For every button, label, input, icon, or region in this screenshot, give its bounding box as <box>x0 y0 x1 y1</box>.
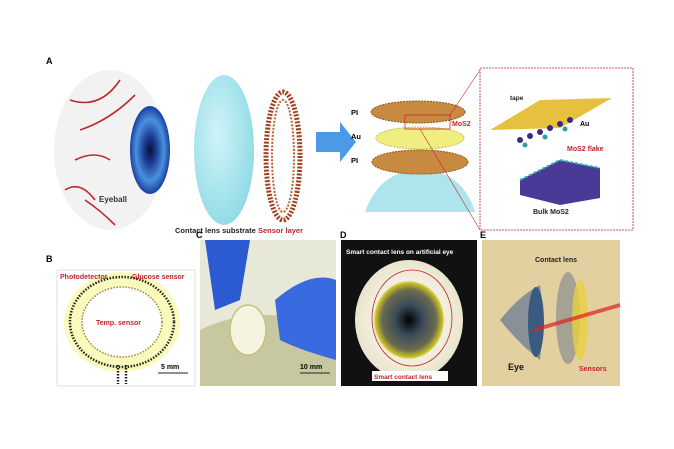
pi-top-label: PI <box>351 108 358 117</box>
panel-d-title: Smart contact lens on artificial eye <box>346 249 454 256</box>
panel-a-letter: A <box>46 56 53 66</box>
inset-au-label: Au <box>580 121 589 128</box>
sensor-layout-illustration <box>64 272 180 384</box>
mos2-label: MoS2 <box>452 121 471 128</box>
glove-finger <box>205 240 250 310</box>
contact-lens-sample <box>229 304 267 356</box>
pi-bottom-label: PI <box>351 156 358 165</box>
panel-e-letter: E <box>480 230 486 240</box>
light-beam <box>533 303 621 332</box>
eyeball-label: Eyeball <box>99 195 127 204</box>
sensor-layer-label: Sensor layer <box>258 226 303 235</box>
artificial-eye <box>355 260 463 380</box>
mos2-inset-frame <box>479 67 634 231</box>
panel-d-letter: D <box>340 230 347 240</box>
eye-label: Eye <box>508 362 524 372</box>
tape-label: tape <box>510 95 524 102</box>
panel-c-scale-bar: 10 mm <box>300 364 322 371</box>
contact-lens-substrate <box>194 75 254 225</box>
layer-stack <box>365 69 481 231</box>
smart-contact-lens-caption: Smart contact lens <box>374 374 433 381</box>
contact-lens-label: Contact lens <box>535 257 577 264</box>
mos2-flake-label: MoS2 flake <box>567 146 604 153</box>
temp-sensor-label: Temp. sensor <box>96 320 141 327</box>
bulk-mos2-label: Bulk MoS2 <box>533 209 569 216</box>
panel-b-letter: B <box>46 254 53 264</box>
photodetector-label: Photodetector <box>60 274 108 281</box>
eyeball-illustration <box>54 70 170 230</box>
arrow-right-icon <box>316 122 356 162</box>
sensors-label: Sensors <box>579 366 607 373</box>
panel-c-letter: C <box>196 230 203 240</box>
au-label: Au <box>351 132 361 141</box>
substrate-label: Contact lens substrate <box>175 226 256 235</box>
mos2-inset-illustration <box>490 98 612 205</box>
glucose-sensor-label: Glucose sensor <box>132 274 185 281</box>
sensor-layer-ring <box>263 89 303 223</box>
panel-b-scale-bar: 5 mm <box>161 364 179 371</box>
